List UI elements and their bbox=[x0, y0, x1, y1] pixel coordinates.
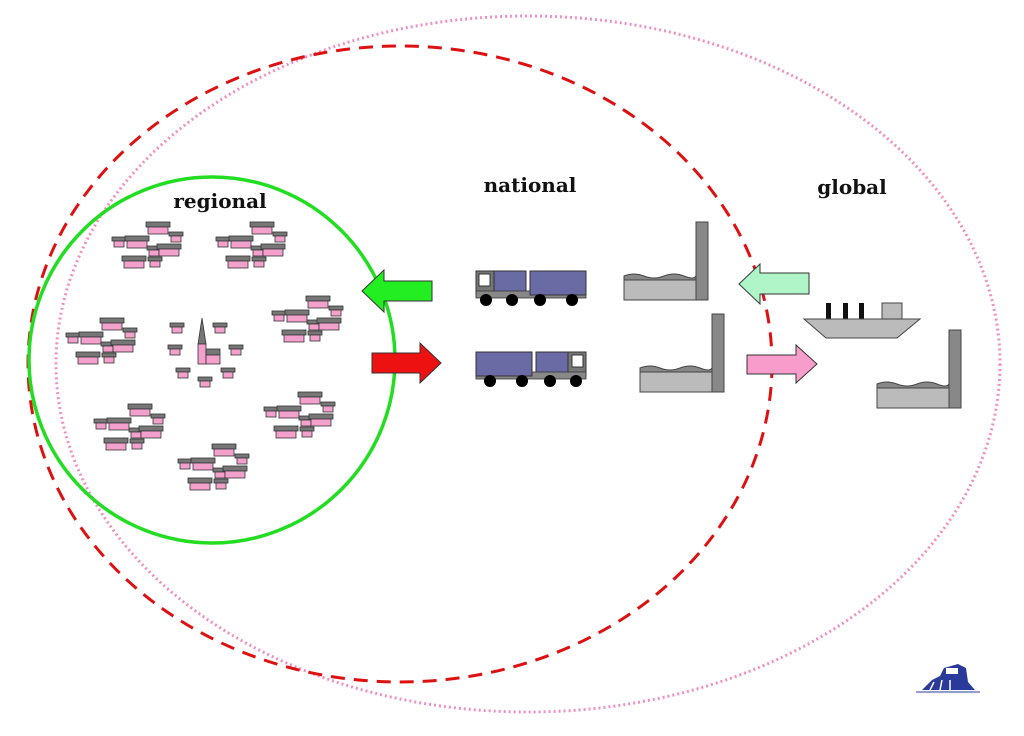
town-center-icon bbox=[167, 317, 244, 388]
village-icon bbox=[216, 222, 287, 268]
village-icon bbox=[264, 392, 335, 438]
truck-icon bbox=[475, 270, 587, 307]
arrow-right-pink bbox=[746, 343, 818, 385]
village-icon bbox=[178, 444, 249, 490]
village-icon bbox=[112, 222, 183, 268]
arrow-right-red bbox=[371, 341, 442, 385]
national-label: national bbox=[484, 173, 577, 197]
truck-icon bbox=[475, 351, 587, 388]
factory-icon bbox=[623, 221, 709, 301]
arrow-left-lightgreen bbox=[738, 262, 810, 306]
village-icon bbox=[66, 318, 137, 364]
factory-icon bbox=[639, 313, 725, 393]
regional-label: regional bbox=[173, 189, 267, 213]
arrow-left-green bbox=[361, 268, 433, 314]
global-label: global bbox=[817, 175, 887, 199]
village-icon bbox=[272, 296, 343, 342]
ship-icon bbox=[802, 302, 922, 339]
logo-icon bbox=[916, 664, 980, 693]
village-icon bbox=[94, 404, 165, 450]
factory-icon bbox=[876, 329, 962, 409]
global-ring bbox=[54, 14, 1002, 714]
